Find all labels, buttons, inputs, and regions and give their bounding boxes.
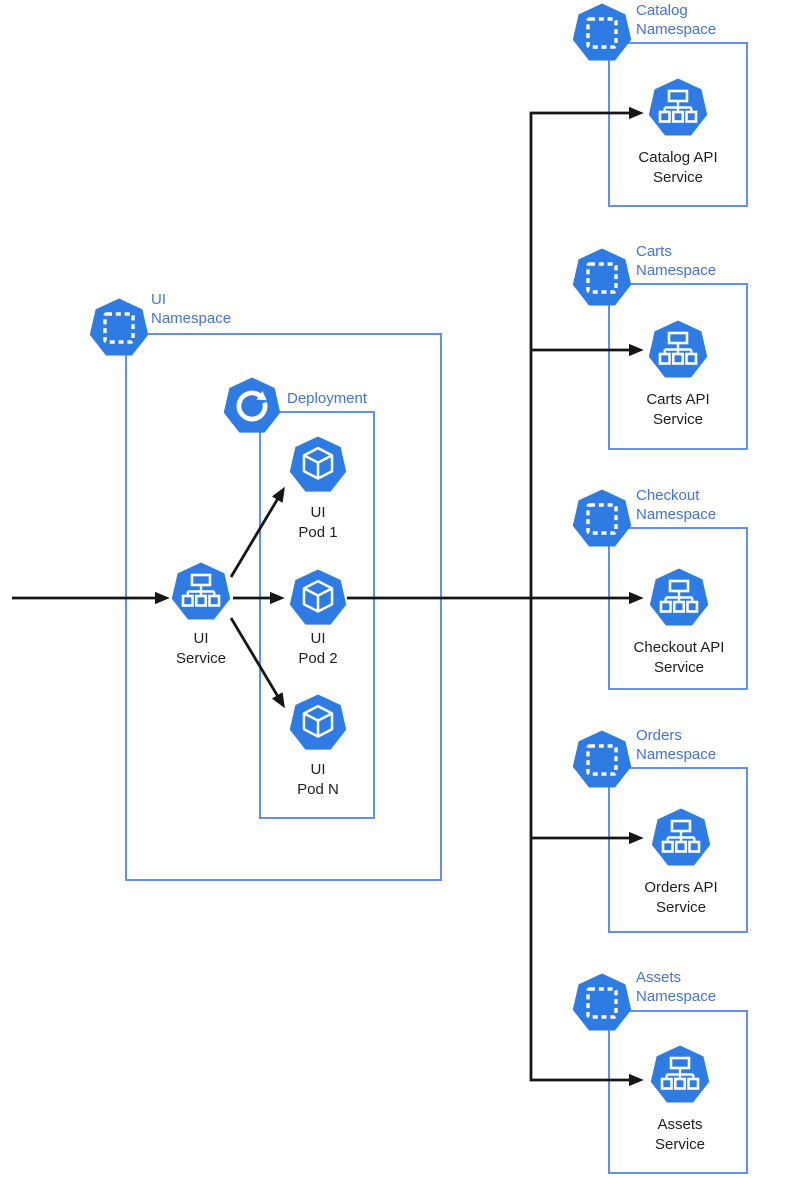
catalog-namespace-icon [572,3,632,63]
checkout-namespace-label: Checkout Namespace [636,487,717,523]
edge-trunk-to-catalog-service [529,106,644,598]
ui-namespace-label: UI Namespace [151,291,232,327]
catalog-api-service-label: Catalog API Service [638,149,718,186]
checkout-namespace-box [608,527,748,690]
carts-namespace-label: Carts Namespace [636,243,717,279]
orders-api-service-label: Orders API Service [644,879,718,916]
assets-namespace-icon [572,973,632,1033]
assets-namespace-label: Assets Namespace [636,969,717,1005]
ui-service-icon [171,562,231,622]
orders-namespace-icon [572,730,632,790]
ui-pod-n-icon [289,694,347,752]
edge-trunk-to-assets-service [529,598,644,1087]
checkout-api-service-label: Checkout API Service [633,639,725,676]
ui-namespace-box [125,333,442,881]
assets-namespace-box [608,1010,748,1174]
deployment-icon [223,377,281,435]
ui-pod-2-icon [289,569,347,627]
assets-service-label: Assets Service [654,1116,706,1153]
ui-pod-1-label: UI Pod 1 [298,504,338,541]
checkout-namespace-icon [572,489,632,549]
catalog-namespace-label: Catalog Namespace [636,2,717,38]
carts-namespace-box [608,283,748,450]
deployment-label: Deployment [287,390,368,407]
orders-namespace-box [608,767,748,933]
carts-namespace-icon [572,248,632,308]
deployment-box [259,411,375,819]
edge-ui-service-to-pod-n [229,617,285,709]
checkout-api-service-icon [649,568,709,628]
assets-service-icon [650,1045,710,1105]
ui-namespace-icon [89,298,149,358]
catalog-namespace-box [608,42,748,207]
orders-api-service-icon [651,808,711,868]
orders-namespace-label: Orders Namespace [636,727,717,763]
catalog-api-service-icon [648,78,708,138]
ui-pod-2-label: UI Pod 2 [298,630,338,667]
carts-api-service-icon [648,320,708,380]
carts-api-service-label: Carts API Service [646,391,710,428]
ui-service-label: UI Service [175,630,227,667]
ui-pod-1-icon [289,436,347,494]
ui-pod-n-label: UI Pod N [297,761,339,798]
edge-ui-service-to-pod-1 [229,486,285,578]
